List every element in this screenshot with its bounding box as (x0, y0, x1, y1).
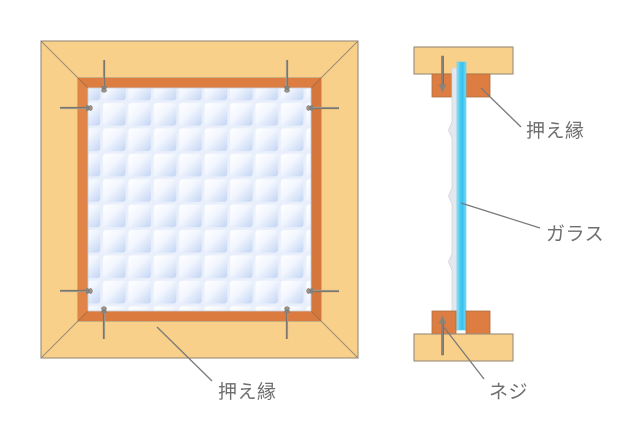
section-sill (413, 310, 514, 362)
section-screws (438, 55, 447, 356)
section-glass (448, 61, 467, 331)
label-section-glass: ガラス (546, 223, 604, 245)
frame-mitre-lines (40, 40, 359, 359)
screw (438, 55, 447, 92)
glass-pane (87, 87, 312, 312)
section-view: 押え縁 ガラス ネジ (413, 46, 604, 403)
label-section-oshibuchi: 押え縁 (526, 120, 585, 142)
elevation-view: 押え縁 (40, 40, 359, 403)
leader-line-section-oshibuchi (480, 87, 522, 128)
leader-line-section-glass (460, 202, 541, 229)
label-elevation-oshibuchi: 押え縁 (218, 381, 277, 403)
screw (438, 316, 447, 356)
label-section-screw: ネジ (489, 381, 528, 403)
leader-line-elevation-oshibuchi (156, 326, 213, 382)
leader-line-section-screw (442, 325, 485, 380)
